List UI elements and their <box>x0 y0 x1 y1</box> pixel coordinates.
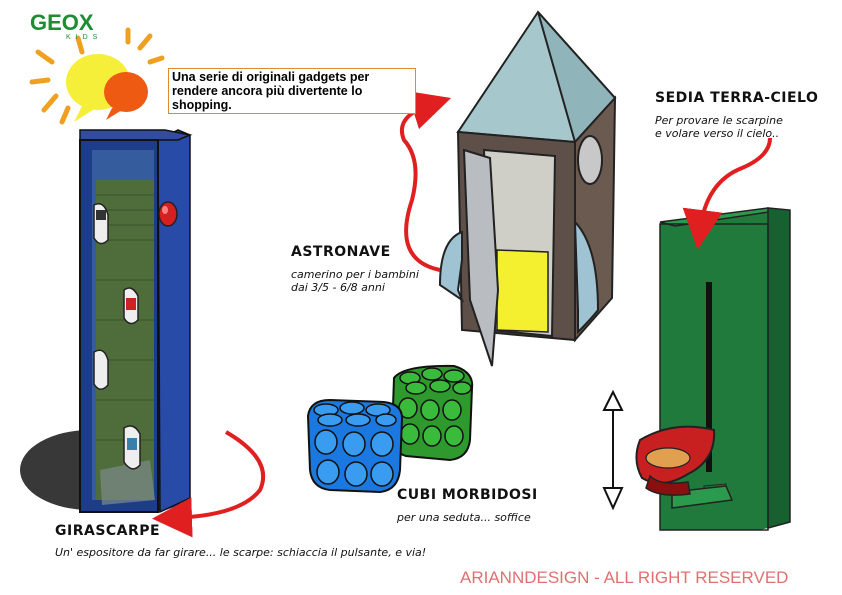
shoe-3 <box>93 349 109 390</box>
arrow-to-rocket <box>400 90 452 272</box>
arrow-to-girascarpe <box>152 430 266 538</box>
red-seat <box>635 425 716 496</box>
astronave-rocket <box>438 10 617 367</box>
sedia-title: SEDIA TERRA-CIELO <box>655 90 819 106</box>
cubi-morbidosi <box>306 364 474 494</box>
up-down-arrow <box>602 389 624 511</box>
brand-sub: KIDS <box>66 34 103 41</box>
cubi-title: CUBI MORBIDOSI <box>397 487 538 503</box>
astronave-desc-2: dai 3/5 - 6/8 anni <box>291 281 385 294</box>
sedia-desc-1: Per provare le scarpine <box>655 114 783 127</box>
cubi-desc: per una seduta... soffice <box>397 511 531 524</box>
blue-cube <box>306 398 404 494</box>
girascarpe-title: GIRASCARPE <box>55 523 161 539</box>
green-cube <box>390 364 474 462</box>
shoe-2 <box>123 287 139 325</box>
sedia-terra-cielo <box>602 207 791 531</box>
copyright: ARIANNDESIGN - ALL RIGHT RESERVED <box>460 568 789 587</box>
shoe-4 <box>123 425 141 470</box>
shoe-1 <box>93 203 109 245</box>
astronave-desc-1: camerino per i bambini <box>291 268 419 281</box>
intro-text: Una serie di originali gadgets per rende… <box>168 68 416 114</box>
girascarpe-desc: Un' espositore da far girare... le scarp… <box>55 546 427 559</box>
arrow-to-chair <box>682 137 772 250</box>
girascarpe-cabinet <box>20 129 193 514</box>
astronave-title: ASTRONAVE <box>291 244 391 260</box>
sedia-desc-2: e volare verso il cielo.. <box>655 127 780 140</box>
brand-logo: GEOX <box>30 10 94 35</box>
red-push-button <box>158 201 178 227</box>
logo-speech-bubbles <box>29 27 165 125</box>
